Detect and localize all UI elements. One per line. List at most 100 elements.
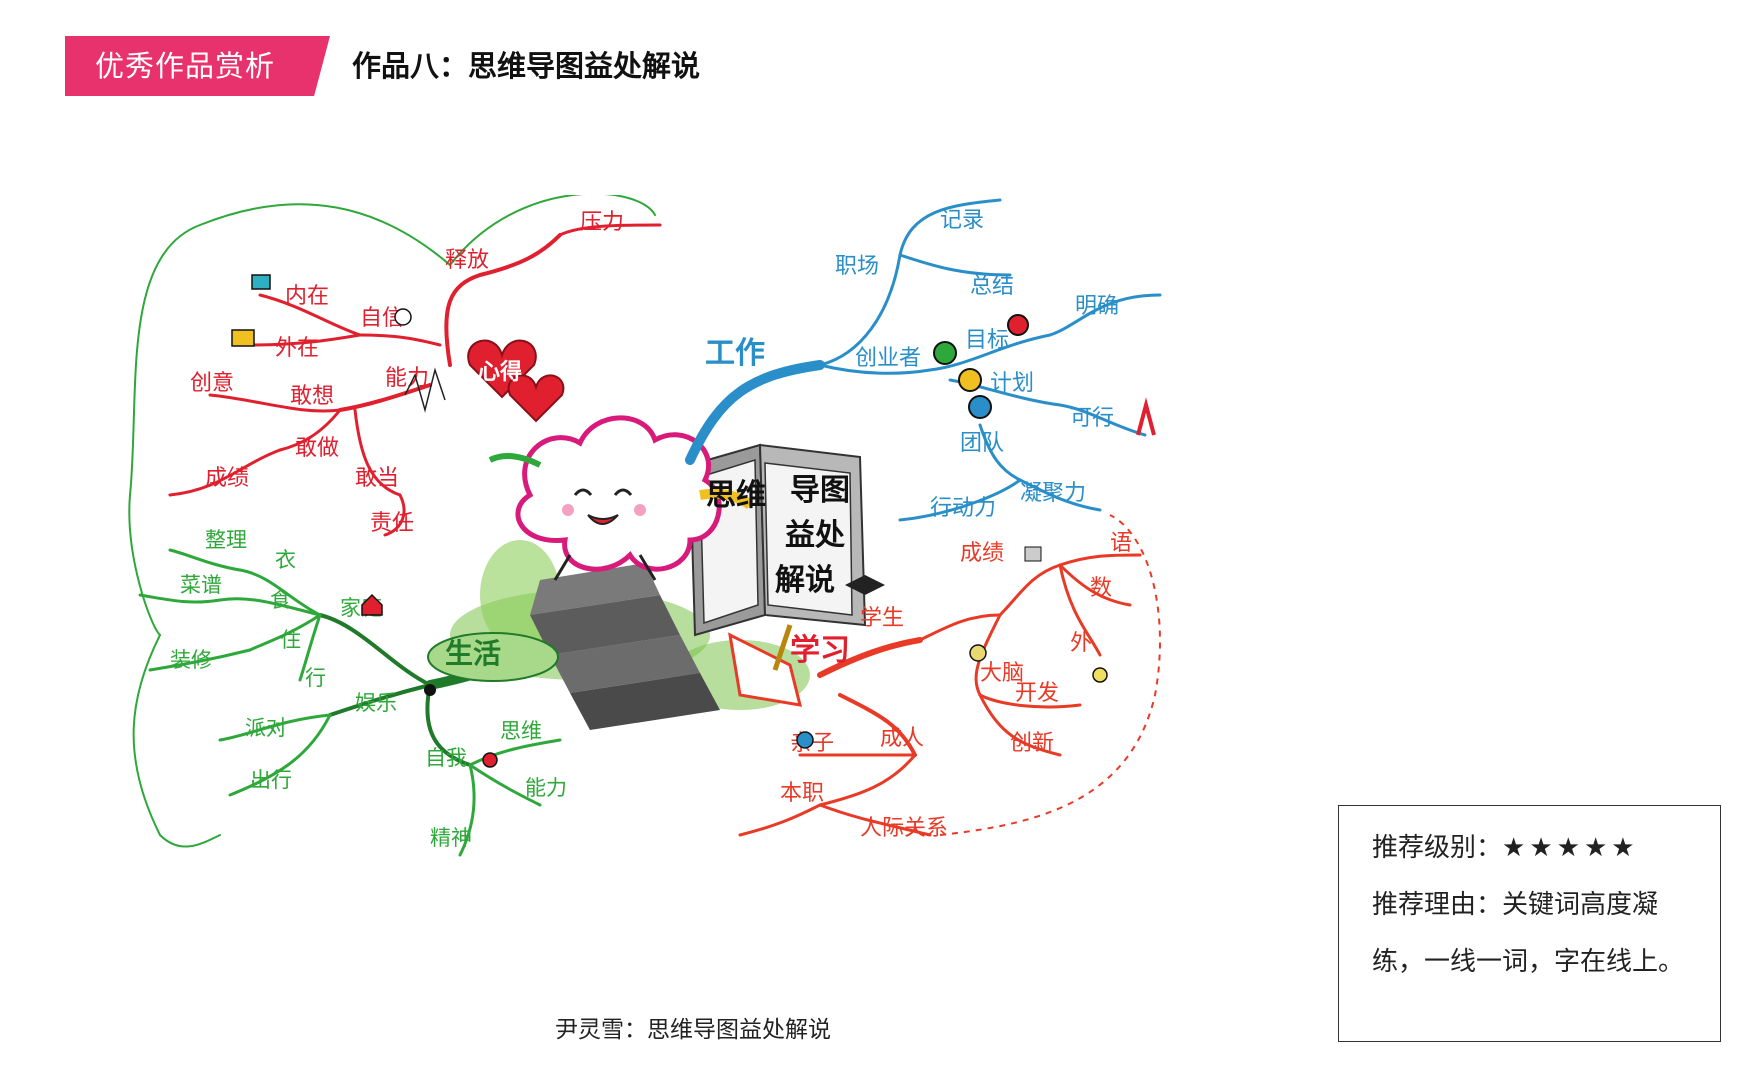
certificate-icon	[1024, 546, 1042, 562]
life-node-10: 出行	[250, 768, 292, 792]
study-labels: 学习 学生 成绩 语 数 外 大脑 开发 创新 成人 亲子 本职 人际关系	[728, 531, 1132, 841]
work-node-10: 凝聚力	[1020, 481, 1086, 506]
rating-stars: ★★★★★	[1502, 833, 1639, 863]
life-node-14: 精神	[430, 826, 472, 850]
recommendation-reason-text: 关键词高度凝练，一线一词，字在线上。	[1372, 890, 1685, 977]
center-illustration: 思维 导图 益处 解说	[450, 415, 867, 730]
recommendation-level-label: 推荐级别：	[1372, 833, 1503, 863]
work-node-0: 职场	[835, 254, 879, 279]
life-node-9: 派对	[245, 716, 287, 740]
caterpillar-icon	[427, 632, 559, 682]
branch-work	[685, 198, 1162, 522]
center-title-line-2: 导图	[790, 473, 850, 508]
heart-icon	[467, 339, 565, 423]
branch-study-label: 学习	[790, 633, 850, 668]
study-node-4: 外	[1070, 631, 1092, 656]
pencil-icon	[772, 624, 793, 671]
smile-icon	[394, 308, 412, 326]
study-node-2: 语	[1110, 531, 1132, 556]
life-node-1: 衣	[275, 548, 296, 572]
branch-gain	[128, 195, 662, 636]
dashed-connector	[939, 514, 1161, 836]
book-icon	[688, 443, 867, 637]
gain-node-11: 责任	[370, 511, 414, 536]
recommendation-reason: 推荐理由：关键词高度凝练，一线一词，字在线上。	[1372, 877, 1692, 991]
life-node-8: 娱乐	[355, 691, 397, 715]
branch-work-label: 工作	[705, 336, 765, 371]
page-title: 作品八：思维导图益处解说	[352, 49, 701, 83]
work-labels: 工作 职场 记录 总结 创业者 目标 明确 计划 可行 团队 行动力 凝聚力	[705, 208, 1119, 521]
gain-labels: 心得 释放 压力 自信 内在 外在 能力 敢想 创意 敢做 成绩 敢当 责任	[190, 210, 624, 536]
life-node-13: 能力	[525, 776, 567, 800]
gain-node-0: 释放	[445, 248, 489, 273]
study-node-7: 创新	[1010, 731, 1054, 756]
work-step-icons	[933, 314, 1156, 436]
stairs-icon	[530, 563, 720, 730]
microphone-icon	[424, 684, 436, 696]
life-icons	[361, 593, 498, 768]
work-node-5: 明确	[1075, 294, 1119, 319]
work-node-7: 可行	[1070, 406, 1114, 431]
study-node-0: 学生	[860, 606, 904, 631]
life-node-11: 自我	[425, 746, 467, 770]
work-node-9: 行动力	[930, 496, 996, 521]
life-node-6: 装修	[170, 648, 212, 672]
work-node-2: 总结	[970, 274, 1014, 299]
recommendation-box: 推荐级别：★★★★★ 推荐理由：关键词高度凝练，一线一词，字在线上。	[1338, 805, 1721, 1042]
mind-map-illustration: 思维 导图 益处 解说 工作 职场 记录 总结 创业者 目标 明确 计划 可行 …	[128, 195, 1162, 857]
study-node-3: 数	[1090, 576, 1112, 601]
life-node-2: 整理	[205, 528, 247, 552]
brain-icon	[969, 644, 987, 662]
study-node-1: 成绩	[960, 541, 1004, 566]
study-node-5: 大脑	[980, 661, 1024, 686]
cloud-character-icon	[488, 415, 753, 581]
branch-life-label: 生活	[445, 637, 501, 670]
life-node-3: 食	[270, 588, 291, 612]
recommendation-level: 推荐级别：★★★★★	[1372, 820, 1720, 877]
box-icon	[251, 274, 271, 290]
life-node-4: 菜谱	[180, 573, 222, 597]
work-node-4: 目标	[965, 328, 1009, 353]
work-node-8: 团队	[960, 431, 1004, 456]
gain-node-1: 压力	[580, 210, 624, 235]
study-node-6: 开发	[1015, 681, 1059, 706]
gain-node-10: 敢当	[355, 466, 399, 491]
artwork-caption: 尹灵雪：思维导图益处解说	[555, 1017, 831, 1043]
study-icons	[796, 546, 1108, 749]
recommendation-reason-label: 推荐理由：	[1372, 890, 1503, 920]
gain-node-7: 创意	[190, 371, 234, 396]
life-labels: 生活 家庭 衣 整理 食 菜谱 住 装修 行 娱乐 派对 出行 自我 思维 能力…	[170, 528, 567, 850]
gain-node-8: 敢做	[295, 436, 339, 461]
heartbeat-icon	[404, 367, 446, 413]
target-icon	[1007, 314, 1029, 336]
work-node-3: 创业者	[855, 346, 921, 371]
gift-icon	[231, 329, 255, 347]
gain-node-6: 敢想	[290, 384, 334, 409]
gain-node-9: 成绩	[205, 466, 249, 491]
gain-node-4: 外在	[275, 336, 319, 361]
life-node-5: 住	[280, 628, 301, 652]
gain-node-3: 内在	[285, 284, 329, 309]
person-icon	[482, 752, 498, 768]
section-badge: 优秀作品赏析	[65, 36, 330, 96]
branch-gain-label: 心得	[478, 359, 522, 385]
center-title-line-3: 益处	[785, 518, 845, 553]
work-node-6: 计划	[990, 371, 1034, 396]
study-node-11: 人际关系	[860, 816, 948, 841]
scroll-icon	[728, 632, 803, 707]
life-node-12: 思维	[500, 719, 542, 743]
study-node-10: 本职	[780, 781, 824, 806]
graduation-cap-icon	[845, 575, 885, 595]
gain-icons	[231, 274, 446, 413]
branch-study	[738, 553, 1142, 837]
center-title-line-4: 解说	[775, 563, 835, 598]
gain-node-5: 能力	[385, 366, 429, 391]
parent-child-icon	[796, 731, 814, 749]
house-icon	[361, 593, 383, 616]
work-node-1: 记录	[940, 208, 984, 233]
study-node-8: 成人	[880, 726, 924, 751]
up-arrow-icon	[1136, 397, 1156, 436]
life-node-7: 行	[305, 666, 326, 690]
center-title-line-1: 思维	[706, 478, 766, 513]
lightbulb-icon	[1092, 667, 1108, 683]
